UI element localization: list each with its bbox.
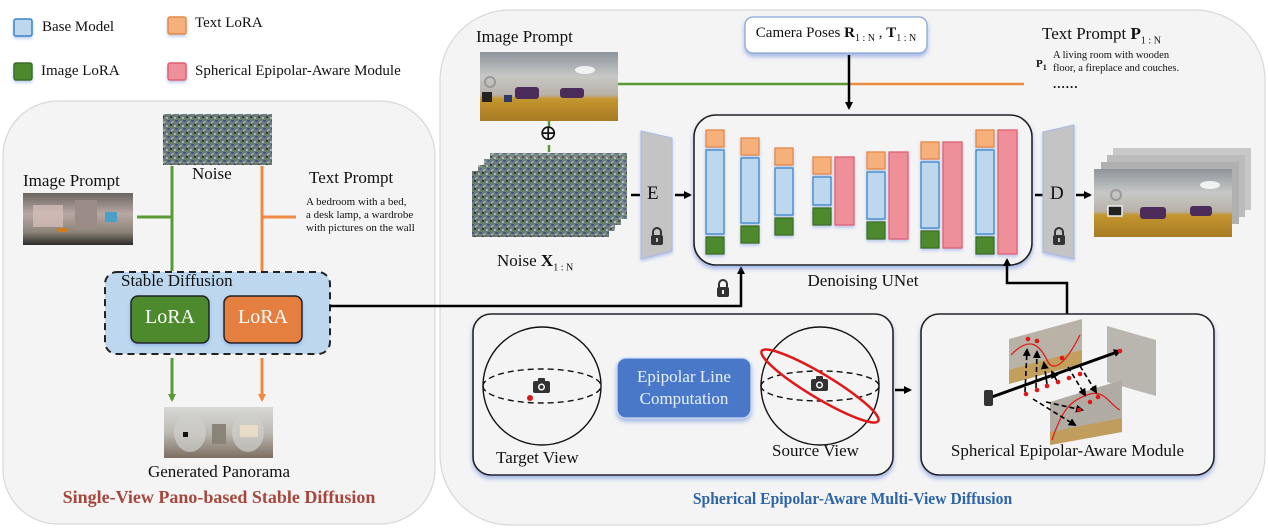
unet-text-lora-block (920, 141, 940, 160)
unet-epipolar-block (997, 129, 1018, 255)
base-model-swatch (13, 18, 33, 37)
legend (13, 16, 187, 81)
target-point (527, 395, 533, 401)
generated-panorama-image (164, 407, 273, 458)
unet-base-block (774, 167, 794, 216)
unet-lock-icon (717, 279, 729, 297)
unet-base-block (920, 161, 940, 229)
decoder-label: D (1050, 183, 1064, 204)
unet-image-lora-block (705, 236, 725, 255)
unet-epipolar-block (888, 151, 909, 240)
unet-base-block (705, 149, 725, 235)
legend-text-lora: Text LoRA (195, 15, 263, 31)
text-lora-block (223, 295, 303, 344)
right-text-prompt-label: Text Prompt P1 : N (1042, 24, 1161, 47)
unet-blocks (705, 129, 1018, 255)
text-lora-swatch (167, 16, 187, 35)
unet-image-lora-block (920, 230, 940, 249)
left-text-prompt-content: A bedroom with a bed, a desk lamp, a war… (306, 196, 415, 234)
camera-poses-label: Camera Poses R1 : N , T1 : N (755, 25, 917, 44)
decoder-lock-icon (1053, 227, 1065, 245)
camera-poses-box (744, 16, 928, 54)
bedroom-image-prompt (23, 193, 133, 245)
unet-text-lora-block (774, 147, 794, 166)
image-lora-swatch (13, 62, 33, 81)
unet-epipolar-block (942, 141, 963, 249)
output-panorama-stack (1094, 148, 1251, 237)
unet-image-lora-block (975, 236, 995, 255)
left-panel-title: Single-View Pano-based Stable Diffusion (62, 487, 376, 507)
target-view-sphere (482, 326, 602, 446)
epipolar-line (760, 348, 880, 424)
source-view-label: Source View (772, 441, 859, 460)
unet-base-block (866, 171, 886, 220)
legend-image-lora: Image LoRA (41, 63, 120, 79)
generated-panorama-label: Generated Panorama (147, 462, 291, 481)
unet-base-block (812, 176, 832, 206)
unet-image-lora-block (812, 207, 832, 226)
living-room-image-prompt (480, 52, 618, 121)
source-camera-icon (811, 376, 828, 391)
right-panel-title: Spherical Epipolar-Aware Multi-View Diff… (692, 489, 1013, 508)
unet-epipolar-block (834, 156, 855, 226)
plus-icon: ⊕ (539, 120, 558, 145)
unet-text-lora-block (866, 151, 886, 170)
right-image-prompt-label: Image Prompt (476, 27, 573, 46)
target-view-label: Target View (496, 448, 579, 467)
noise-x-label: Noise X1 : N (497, 251, 574, 274)
text-prompt-ellipsis: ...... (1053, 76, 1079, 91)
legend-base-model: Base Model (42, 19, 115, 35)
lora-to-unet-connector (330, 266, 745, 308)
unet-text-lora-block (705, 129, 725, 148)
stable-diffusion-label: Stable Diffusion (121, 271, 233, 290)
unet-image-lora-block (774, 217, 794, 236)
unet-image-lora-block (740, 225, 760, 244)
text-prompt-item-marker: P1 (1036, 58, 1047, 73)
source-view-sphere (760, 326, 880, 446)
unet-base-block (975, 149, 995, 235)
noise-stack-image (472, 153, 627, 237)
left-text-prompt-label: Text Prompt (309, 168, 394, 187)
legend-epipolar-module: Spherical Epipolar-Aware Module (195, 63, 401, 79)
epipolar-computation-label: Epipolar Line Computation (637, 367, 731, 408)
text-lora-label: LoRA (238, 306, 288, 328)
module-to-unet-connector (1003, 258, 1069, 318)
denoising-unet-label: Denoising UNet (807, 271, 919, 290)
decoder-block (1042, 124, 1075, 260)
right-text-prompt-content: A living room with wooden floor, a firep… (1053, 50, 1180, 74)
unet-image-lora-block (866, 221, 886, 240)
epipolar-line-computation-button (616, 357, 752, 419)
unet-base-block (740, 157, 760, 224)
image-lora-label: LoRA (145, 306, 195, 328)
left-noise-label: Noise (192, 164, 232, 183)
epipolar-module-swatch (167, 62, 187, 81)
unet-text-lora-block (975, 129, 995, 148)
target-camera-icon (533, 378, 550, 393)
noise-image (163, 114, 272, 165)
encoder-lock-icon (651, 227, 663, 245)
unet-text-lora-block (740, 137, 760, 156)
unet-text-lora-block (812, 156, 832, 175)
image-lora-block (130, 295, 210, 344)
left-image-prompt-label: Image Prompt (23, 171, 120, 190)
encoder-block (640, 130, 673, 260)
encoder-label: E (647, 183, 659, 204)
epipolar-attention-illustration (984, 319, 1156, 445)
module-label: Spherical Epipolar-Aware Module (950, 441, 1185, 460)
